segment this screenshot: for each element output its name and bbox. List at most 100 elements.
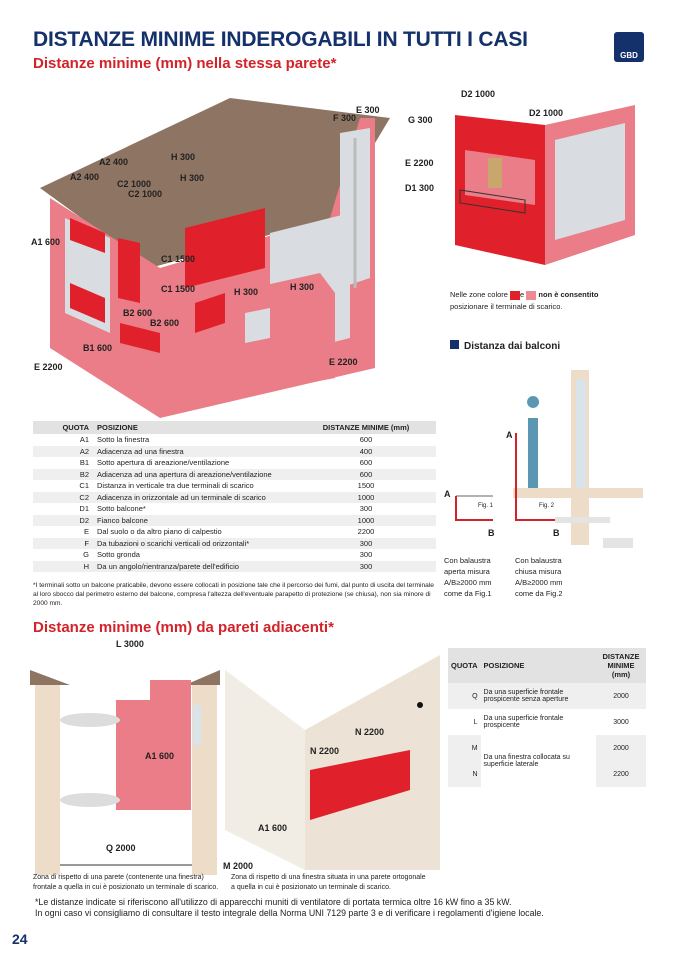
table-cell: A2	[33, 445, 93, 457]
balconi-heading: Distanza dai balconi	[450, 340, 560, 352]
dim-label: E 2200	[329, 357, 358, 367]
dim-label: D1 300	[405, 183, 435, 193]
dim-label: M 2000	[223, 861, 254, 871]
table-cell: Adiacenza in orizzontale ad un terminale…	[93, 491, 296, 503]
table-cell: 300	[359, 550, 373, 560]
red-swatch	[510, 290, 521, 300]
table-cell: Distanza in verticale tra due terminali …	[97, 481, 254, 491]
dim-label: C1 1500	[161, 254, 196, 264]
balcony-illustration	[455, 105, 635, 265]
pink-swatch	[526, 290, 537, 300]
dim-label: H 300	[180, 173, 205, 183]
fig1-label: Fig. 1	[478, 503, 494, 509]
dim-label: D2 1000	[461, 89, 496, 99]
table-cell: Sotto apertura di areazione/ventilazione	[97, 458, 230, 468]
orthogonal-wall-illustration	[225, 655, 440, 870]
table-cell: C1	[79, 481, 89, 491]
dim-label: A2 400	[99, 157, 129, 167]
col-header: POSIZIONE	[93, 421, 296, 434]
point-b-label: B	[553, 528, 560, 538]
legend-text: Nelle zone colore	[450, 290, 508, 299]
dim-label: H 300	[290, 282, 315, 292]
table-cell: B1	[79, 458, 89, 468]
table-cell: B2	[33, 468, 93, 480]
dim-label: C2 1000	[117, 179, 152, 189]
dim-label: C1 1500	[161, 284, 196, 294]
table-cell: D1	[79, 504, 89, 514]
dim-label: F 300	[333, 113, 357, 123]
dim-label: H 300	[171, 152, 196, 162]
dim-label: A1 600	[145, 751, 175, 761]
caption-left: Zona di rispetto di una parete (contenen…	[33, 874, 219, 891]
color-legend: Nelle zone colore e non è consentito pos…	[450, 289, 598, 313]
table-cell: 2200	[357, 527, 375, 537]
footnote: *Le distanze indicate si riferiscono all…	[35, 897, 544, 918]
table-cell: A1	[79, 435, 89, 445]
table-cell: Dal suolo o da altro piano di calpestio	[97, 527, 222, 537]
dim-label: L 3000	[116, 639, 144, 649]
point-b-label: B	[488, 528, 495, 538]
dim-label: H 300	[234, 287, 259, 297]
table-cell: G	[83, 550, 89, 560]
dim-label: E 300	[356, 105, 380, 115]
table-cell: H	[33, 560, 93, 572]
table-cell: Adiacenza ad una finestra	[93, 445, 296, 457]
legend-text: posizionare il terminale di scarico.	[450, 302, 563, 311]
table-cell: 300	[296, 537, 436, 549]
dim-label: N 2200	[310, 746, 340, 756]
table-cell: 300	[296, 560, 436, 572]
table-cell: E	[83, 527, 89, 537]
balcony-distance-figure	[455, 370, 643, 548]
dim-label: A1 600	[31, 237, 61, 247]
table-row: B1 Sotto apertura di areazione/ventilazio…	[33, 457, 436, 469]
table-cell: Sotto la finestra	[97, 435, 150, 445]
dim-label: Q 2000	[106, 843, 136, 853]
dim-label: B2 600	[123, 308, 153, 318]
table-cell: 1500	[357, 481, 375, 491]
table-cell: C2	[33, 491, 93, 503]
table-cell: Da tubazioni o scarichi verticali od ori…	[93, 537, 296, 549]
table-cell: Sotto gronda	[97, 550, 140, 560]
table-row: C1 Distanza in verticale tra due terminal…	[33, 480, 436, 492]
table-cell: Adiacenza ad una apertura di areazione/v…	[93, 468, 296, 480]
table-cell: Sotto balcone*	[97, 504, 146, 514]
fig2-label: Fig. 2	[539, 503, 555, 509]
col-header: DISTANZE MINIME (mm)	[596, 648, 646, 683]
table-row: G Sotto gronda 300	[33, 549, 436, 561]
table-cell: 600	[359, 435, 373, 445]
dim-label: A1 600	[258, 823, 288, 833]
table-cell: Da un angolo/rientranza/parete dell'edif…	[93, 560, 296, 572]
table-cell: D2	[33, 514, 93, 526]
col-header: QUOTA	[33, 421, 93, 434]
table-cell: 1000	[296, 491, 436, 503]
col-header: QUOTA	[448, 648, 481, 683]
dim-label: D2 1000	[529, 108, 564, 118]
table-cell: 600	[296, 468, 436, 480]
table-cell: Fianco balcone	[93, 514, 296, 526]
col-header: POSIZIONE	[480, 648, 596, 683]
legend-text: e	[520, 290, 525, 299]
dim-label: B1 600	[83, 343, 113, 353]
gbd-logo: GBD	[614, 32, 644, 62]
point-a-label: A	[506, 430, 513, 440]
bullet-icon	[450, 340, 459, 349]
dim-label: E 2200	[405, 158, 434, 168]
dim-label: C2 1000	[128, 189, 163, 199]
dim-label: N 2200	[355, 727, 385, 737]
table-row: A1 Sotto la finestra 600	[33, 434, 436, 446]
section-title-same-wall: Distanze minime (mm) nella stessa parete…	[33, 55, 337, 72]
table-cell: 400	[296, 445, 436, 457]
frontal-wall-illustration	[30, 670, 220, 875]
